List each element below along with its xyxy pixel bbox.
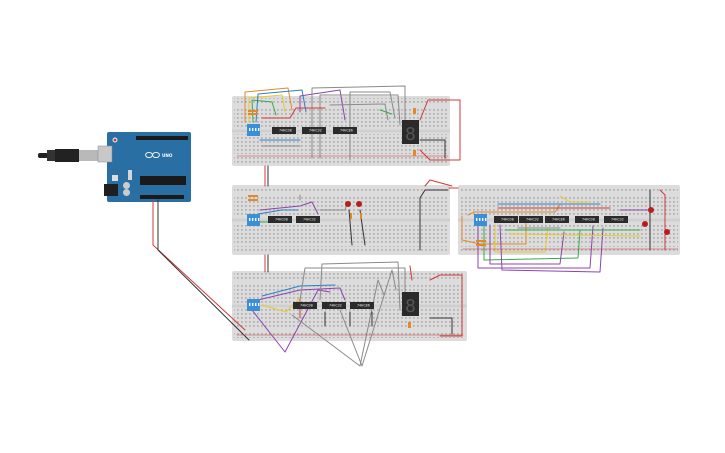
ic-chip: 74HC32 <box>302 127 326 134</box>
arduino-uno-board[interactable]: UNO <box>38 132 191 202</box>
ic-chip-label: 74HC32 <box>309 129 322 133</box>
ic-chip-label: 74HC08 <box>582 218 595 222</box>
ic-chip: 74HC32 <box>604 216 628 223</box>
resistors <box>248 108 486 328</box>
board-label: UNO <box>162 153 173 158</box>
ic-chip: 74HC08 <box>268 216 292 223</box>
analog-header <box>140 195 184 199</box>
ic-chip: 74HC86 <box>333 127 357 134</box>
ic-chip: 74HC08 <box>293 302 317 309</box>
ic-chip-label: 74HC86 <box>357 304 370 308</box>
ic-chip-label: 74HC32 <box>526 218 539 222</box>
power-jack <box>104 184 118 196</box>
ic-chip-label: 74HC08 <box>279 129 292 133</box>
dip-switch-1[interactable] <box>247 124 260 136</box>
ic-chip: 74HC32 <box>322 302 346 309</box>
usb-cable <box>38 149 99 162</box>
ic-chip-label: 74HC08 <box>300 304 313 308</box>
leds <box>345 201 670 235</box>
led-red-5 <box>664 229 670 235</box>
ic-chips: 74HC08 74HC32 74HC86 74HC08 74HC32 74HC08 74HC… <box>268 127 628 309</box>
ic-chip: 74HC32 <box>296 216 320 223</box>
ic-chip-label: 74HC08 <box>275 218 288 222</box>
led-red-4 <box>642 221 648 227</box>
seven-segment-display-2: 8 <box>402 292 419 317</box>
wire-arduino-gnd[interactable] <box>157 199 250 341</box>
ic-chip-label: 74HC32 <box>611 218 624 222</box>
wire-power-b2-b4[interactable] <box>424 179 453 187</box>
ic-chip-label: 74HC86 <box>552 218 565 222</box>
segment-digit-2: 8 <box>405 296 416 317</box>
ic-chip: 74HC08 <box>272 127 296 134</box>
ic-chip: 74HC86 <box>350 302 374 309</box>
seven-segment-display-1: 8 <box>402 120 419 145</box>
segment-digit-1: 8 <box>405 124 416 145</box>
ic-chip-label: 74HC08 <box>501 218 514 222</box>
wire-gnd-b2-b4[interactable] <box>419 189 449 251</box>
dip-switch-3[interactable] <box>247 299 260 311</box>
wire-arduino-5v[interactable] <box>152 199 246 331</box>
dip-switch-4[interactable] <box>474 214 487 226</box>
ic-chip-label: 74HC86 <box>340 129 353 133</box>
ic-chip: 74HC86 <box>545 216 569 223</box>
led-red-3 <box>648 207 654 213</box>
ic-chip: 74HC08 <box>494 216 518 223</box>
breadboard-2[interactable] <box>232 185 450 255</box>
dip-switch-2[interactable] <box>247 214 260 226</box>
wires[interactable] <box>152 85 679 367</box>
atmega-chip <box>140 176 186 185</box>
led-red-2 <box>356 201 362 207</box>
ic-chip: 74HC08 <box>575 216 599 223</box>
breadboard-3[interactable] <box>232 271 467 341</box>
led-red-1 <box>345 201 351 207</box>
ic-chip: 74HC32 <box>519 216 543 223</box>
ic-chip-label: 74HC32 <box>329 304 342 308</box>
digital-header <box>136 136 188 140</box>
arduino-pcb <box>107 132 191 202</box>
usb-port <box>97 145 113 163</box>
ic-chip-label: 74HC32 <box>303 218 316 222</box>
arduino-logo-icon <box>145 151 160 159</box>
